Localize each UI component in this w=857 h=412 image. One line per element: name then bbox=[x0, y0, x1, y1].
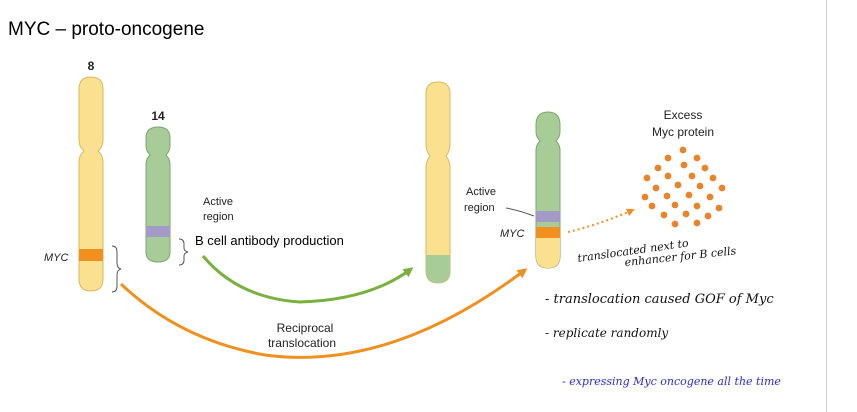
derivative-chromosome-14 bbox=[535, 111, 561, 269]
b-cell-note: B cell antibody production bbox=[195, 233, 344, 248]
protein-dot bbox=[674, 181, 682, 189]
protein-dot bbox=[693, 154, 701, 162]
green-arrow-chr14 bbox=[201, 255, 414, 304]
handwritten-note-4: - replicate randomly bbox=[545, 326, 668, 340]
protein-dot bbox=[664, 154, 672, 162]
protein-dot bbox=[688, 172, 696, 180]
protein-dot bbox=[643, 174, 651, 182]
active-region-label-right-line1: Active bbox=[466, 186, 496, 198]
active-region-band-der14 bbox=[536, 211, 560, 222]
protein-dot bbox=[648, 202, 656, 210]
reciprocal-label-line2: translocation bbox=[268, 336, 336, 350]
protein-dot bbox=[671, 220, 679, 228]
protein-dot bbox=[660, 211, 668, 219]
protein-dot bbox=[682, 210, 690, 218]
handwritten-note-5: - expressing Myc oncogene all the time bbox=[562, 375, 781, 388]
chromosome-14-label: 14 bbox=[151, 109, 165, 123]
page-title: MYC – proto-oncogene bbox=[8, 19, 205, 40]
protein-dot bbox=[709, 174, 717, 182]
chromosome-14 bbox=[145, 126, 171, 263]
reciprocal-label-line1: Reciprocal bbox=[277, 321, 334, 335]
protein-dot bbox=[693, 202, 701, 210]
myc-label-left: MYC bbox=[44, 252, 69, 264]
handwritten-note-3: - translocation caused GOF of Myc bbox=[545, 292, 774, 307]
active-region-bracket-left bbox=[178, 238, 189, 266]
protein-dot bbox=[652, 184, 660, 192]
protein-dot bbox=[701, 164, 709, 172]
myc-band-der14 bbox=[536, 227, 560, 238]
protein-dot bbox=[715, 204, 723, 212]
active-region-pointer-right bbox=[505, 207, 535, 217]
chromosome-8-label: 8 bbox=[88, 59, 95, 73]
derivative-chromosome-8 bbox=[425, 81, 451, 284]
active-region-label-left-line2: region bbox=[203, 211, 234, 223]
protein-dot bbox=[704, 212, 712, 220]
protein-dot bbox=[671, 201, 679, 209]
myc-protein-dots bbox=[641, 146, 726, 228]
excess-label-line2: Myc protein bbox=[652, 125, 714, 139]
protein-dot bbox=[664, 172, 672, 180]
protein-dot bbox=[654, 164, 662, 172]
protein-dot bbox=[696, 182, 704, 190]
active-region-label-left-line1: Active bbox=[203, 196, 233, 208]
page-edge-divider bbox=[826, 0, 827, 412]
protein-dot bbox=[641, 193, 649, 201]
active-region-label-right-line2: region bbox=[464, 202, 495, 214]
active-region-band-chr14 bbox=[146, 226, 170, 237]
protein-dot bbox=[693, 219, 701, 227]
protein-dot bbox=[706, 193, 714, 201]
protein-dot bbox=[663, 192, 671, 200]
dotted-arrow-protein bbox=[567, 208, 635, 233]
protein-dot bbox=[680, 161, 688, 169]
myc-band-chr8 bbox=[79, 249, 103, 261]
protein-dot bbox=[679, 146, 687, 154]
chromosome-8 bbox=[78, 76, 104, 292]
orange-arrow-myc bbox=[119, 268, 528, 359]
protein-dot bbox=[718, 184, 726, 192]
myc-label-right: MYC bbox=[500, 228, 525, 240]
protein-dot bbox=[685, 191, 693, 199]
myc-bracket-left bbox=[111, 245, 122, 293]
excess-label-line1: Excess bbox=[664, 108, 703, 122]
